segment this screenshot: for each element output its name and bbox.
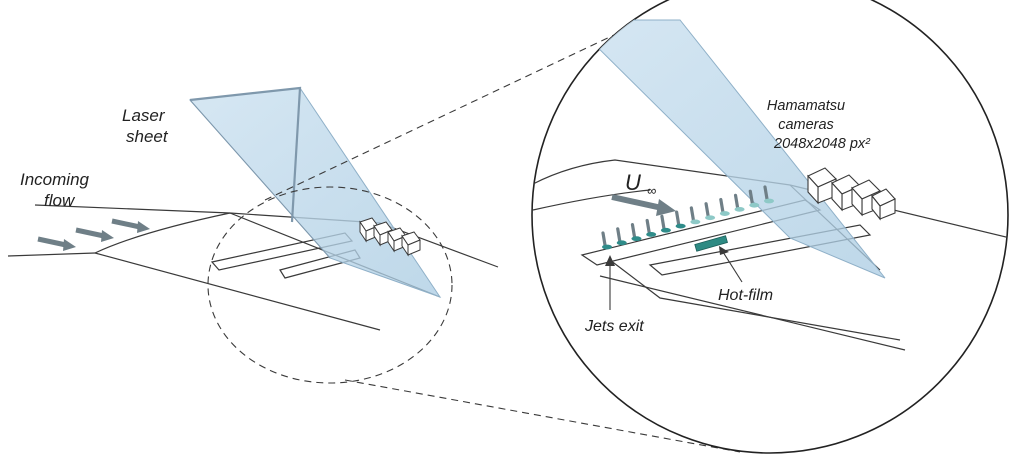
- hot-film-label: Hot-film: [718, 287, 773, 304]
- jet-icon: [660, 214, 671, 233]
- jet-icon: [689, 206, 701, 225]
- freestream-arrow: [611, 194, 676, 216]
- hot-film-sensor: [694, 235, 728, 252]
- incoming-flow-label: flow: [44, 191, 76, 210]
- jet-icon: [719, 197, 730, 216]
- cameras-overview: [359, 217, 421, 257]
- jet-icon: [763, 185, 774, 204]
- jet-icon: [601, 231, 612, 250]
- hot-film-pointer: [719, 246, 743, 283]
- jet-icon: [704, 202, 716, 221]
- jet-icon: [675, 210, 686, 229]
- camera-cube-icon: [871, 188, 896, 221]
- cameras-label: Hamamatsu: [767, 98, 845, 114]
- flow-arrow-icon: [111, 218, 150, 233]
- zoomed-view: [531, 0, 1009, 454]
- laser-sheet-label: Laser: [122, 106, 166, 125]
- zoom-connector-lines: [264, 17, 741, 453]
- zoom-region-ellipse: [207, 186, 453, 384]
- freestream-symbol: U: [625, 170, 641, 195]
- labels: Laser sheet Incoming flow Hamamatsu came…: [20, 98, 871, 335]
- flow-arrow-icon: [37, 236, 76, 251]
- cameras-label: 2048x2048 px²: [773, 136, 871, 152]
- wing-surface: [7, 204, 499, 331]
- overview-view: [7, 86, 499, 384]
- jets-exit-label: Jets exit: [584, 318, 644, 335]
- flow-arrow-icon: [75, 227, 114, 242]
- zoom-circle: [531, 0, 1009, 454]
- jet-icon: [616, 227, 627, 246]
- jet-icon: [645, 218, 657, 237]
- callout-lines: [605, 246, 743, 310]
- laser-sheet-overview: [188, 86, 442, 298]
- camera-cube-icon: [401, 231, 421, 257]
- jet-icon: [630, 223, 642, 242]
- cameras-zoomed: [807, 167, 896, 221]
- freestream-velocity-label: U ∞: [625, 170, 656, 198]
- freestream-subscript: ∞: [647, 183, 656, 198]
- cameras-label: cameras: [778, 117, 834, 133]
- jets-exit-pointer: [605, 255, 615, 310]
- jet-icon: [733, 193, 745, 212]
- laser-sheet-zoomed: [568, 19, 886, 279]
- jets-row: [601, 185, 774, 250]
- jet-icon: [748, 189, 760, 208]
- flow-arrows: [37, 218, 150, 251]
- incoming-flow-label: Incoming: [20, 170, 90, 189]
- laser-sheet-label: sheet: [126, 127, 169, 146]
